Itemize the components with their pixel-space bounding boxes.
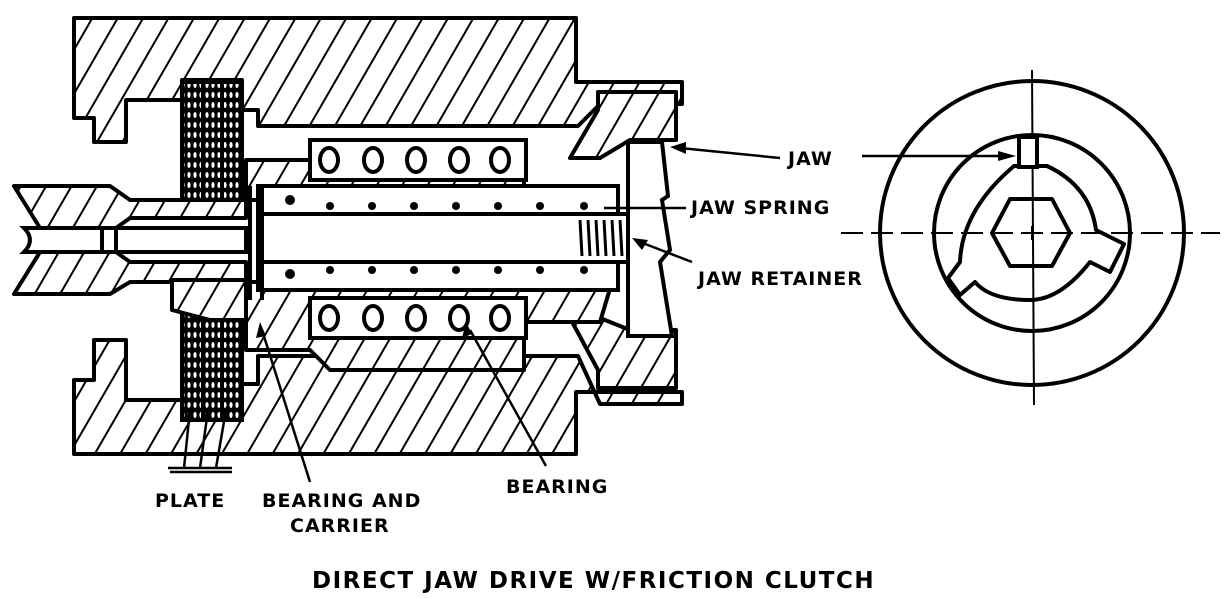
- label-bearing-and-carrier-2: CARRIER: [290, 515, 390, 537]
- outer-ring: [878, 79, 1186, 387]
- hex-socket: [990, 197, 1072, 268]
- jaw-tooth-top: [1017, 135, 1039, 169]
- diagram-title: DIRECT JAW DRIVE W/FRICTION CLUTCH: [312, 568, 875, 594]
- label-jaw-retainer: JAW RETAINER: [696, 268, 863, 290]
- jaw-body-ring: [946, 164, 1126, 302]
- jaw-spring-coils: [285, 195, 588, 279]
- clutch-hub-lower: [170, 278, 248, 322]
- label-bearing-and-carrier-1: BEARING AND: [262, 490, 421, 512]
- label-bearing: BEARING: [506, 476, 608, 498]
- spring-channel-upper: [256, 184, 620, 216]
- input-shaft-bore: [19, 226, 104, 254]
- friction-plates-upper: [180, 80, 244, 202]
- jaw-leader-arrow: [998, 151, 1016, 161]
- spring-channel-lower: [256, 260, 620, 292]
- jaw-part: [626, 140, 675, 338]
- shaft-center-slot: [114, 226, 248, 254]
- leaders: [168, 142, 781, 483]
- bearing-balls-upper: [318, 146, 511, 174]
- drive-shaft: [256, 212, 630, 264]
- bearing-balls-lower: [318, 304, 511, 332]
- retainer-threads: [578, 219, 624, 257]
- label-jaw-spring: JAW SPRING: [689, 197, 830, 219]
- outer-shell-upper: [568, 90, 678, 160]
- end-view: [841, 69, 1220, 406]
- label-plate: PLATE: [155, 490, 225, 512]
- friction-plates-lower: [180, 308, 244, 422]
- center-mark: [1025, 226, 1039, 240]
- sectional-view: [12, 16, 684, 456]
- label-jaw: JAW: [786, 148, 833, 170]
